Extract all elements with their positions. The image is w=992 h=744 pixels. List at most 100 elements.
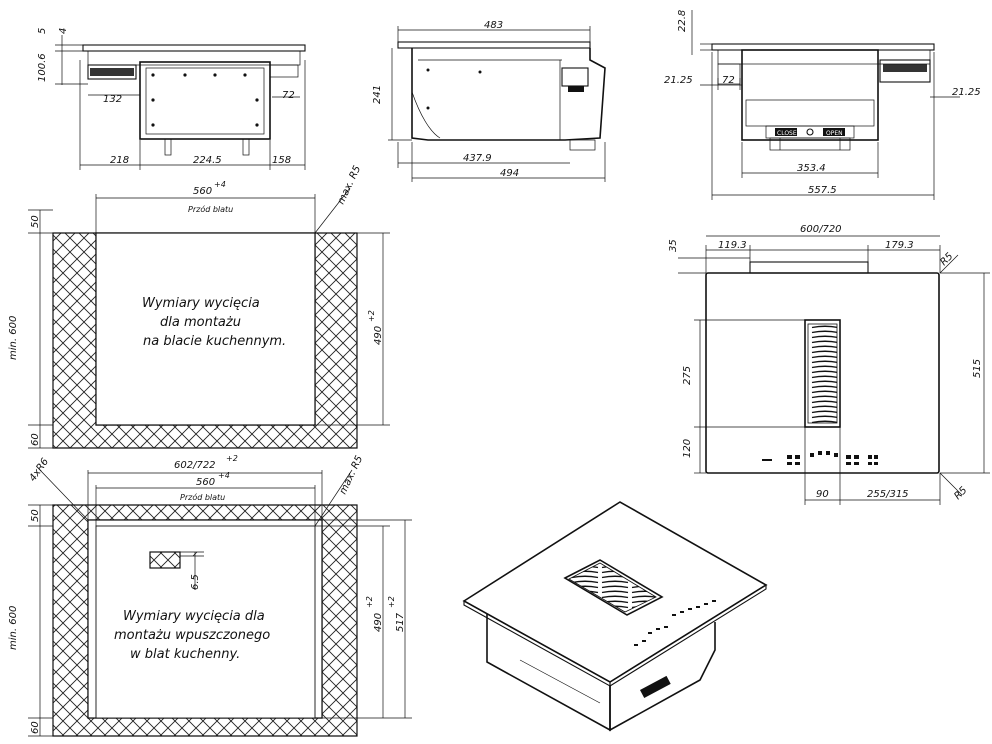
cutout-top-front-label: Przód blatu bbox=[188, 204, 233, 214]
rear-view-right-module bbox=[879, 59, 931, 83]
front-dim-158: 158 bbox=[272, 155, 291, 166]
plan-view-rear-duct bbox=[749, 261, 869, 274]
rear-dim-72: 72 bbox=[722, 75, 735, 86]
plan-dim-left-offset: 119.3 bbox=[718, 240, 747, 251]
cutout-flush-corner-radius: 4xR6 bbox=[27, 456, 51, 483]
cutout-top-radius: max. R5 bbox=[336, 164, 363, 206]
rear-label-open: OPEN bbox=[826, 130, 843, 137]
cutout-top-mount: 560 +4 Przód blatu max. R5 50 min. 600 6… bbox=[8, 164, 390, 449]
side-view-body bbox=[411, 48, 606, 141]
front-dim-72: 72 bbox=[282, 90, 295, 101]
front-view-left-module bbox=[87, 64, 137, 80]
cutout-top-rear-margin: 60 bbox=[30, 433, 41, 446]
front-view-left-module-fill bbox=[90, 68, 134, 76]
cutout-top-note-3: na blacie kuchennym. bbox=[143, 334, 286, 349]
plan-dim-front-band: 120 bbox=[682, 439, 693, 458]
iso-touch-controls bbox=[634, 600, 716, 646]
rebate-depth: 6.5 bbox=[190, 574, 201, 590]
rear-dim-21-25-left: 21.25 bbox=[664, 75, 693, 86]
cutout-flush-note-2: montażu wpuszczonego bbox=[114, 628, 270, 643]
side-dim-437-9: 437.9 bbox=[463, 153, 492, 164]
rear-view-duct bbox=[769, 137, 851, 151]
cutout-flush-front-label: Przód blatu bbox=[180, 492, 225, 502]
front-dim-100-6: 100.6 bbox=[37, 53, 48, 82]
iso-view bbox=[462, 501, 768, 732]
cutout-flush-inner-width: 560 bbox=[196, 477, 215, 488]
rear-label-open-bg bbox=[823, 128, 845, 136]
plan-dim-width: 600/720 bbox=[800, 224, 842, 235]
side-dim-494: 494 bbox=[500, 168, 519, 179]
cutout-top-note-2: dla montażu bbox=[160, 315, 241, 330]
side-dim-483: 483 bbox=[484, 20, 503, 31]
cutout-top-depth-tol: +2 bbox=[367, 310, 376, 322]
cutout-flush-outer-width: 602/722 bbox=[174, 460, 216, 471]
front-view-leg-left bbox=[164, 138, 172, 156]
plan-dim-right-span: 255/315 bbox=[867, 489, 909, 500]
front-view-frame bbox=[87, 50, 301, 66]
plan-dim-right-offset: 179.3 bbox=[885, 240, 914, 251]
front-dim-132: 132 bbox=[103, 94, 122, 105]
cutout-top-depth: 490 bbox=[373, 326, 384, 345]
rear-view: CLOSE OPEN 22.8 21.25 72 21.25 353.4 557… bbox=[664, 10, 981, 200]
cutout-flush-min-depth: min. 600 bbox=[8, 606, 19, 650]
side-dim-241: 241 bbox=[372, 85, 383, 104]
cutout-flush-rear-margin: 60 bbox=[30, 721, 41, 734]
iso-vent bbox=[563, 559, 664, 616]
front-dim-218: 218 bbox=[110, 155, 129, 166]
front-dim-4: 4 bbox=[58, 28, 69, 34]
rear-label-close-bg bbox=[775, 128, 797, 136]
front-view: 5 4 100.6 132 72 218 224.5 158 bbox=[37, 28, 306, 170]
cutout-flush-mount: 602/722 +2 560 +4 Przód blatu 4xR6 max. … bbox=[8, 454, 412, 737]
rear-dim-22-8: 22.8 bbox=[677, 10, 688, 32]
cutout-flush-opening bbox=[95, 525, 316, 719]
cutout-top-min-depth: min. 600 bbox=[8, 316, 19, 360]
cutout-flush-front-margin: 50 bbox=[30, 509, 41, 522]
cutout-top-front-margin: 50 bbox=[30, 215, 41, 228]
side-view-foot bbox=[569, 139, 596, 151]
rebate-detail: 6.5 bbox=[149, 551, 204, 590]
cutout-top-note-1: Wymiary wycięcia bbox=[142, 296, 260, 311]
cutout-flush-corner-leader bbox=[39, 469, 89, 521]
cutout-flush-outer-depth: 517 bbox=[395, 612, 406, 632]
rear-dim-353-4: 353.4 bbox=[797, 163, 826, 174]
front-view-screws bbox=[151, 73, 259, 127]
front-view-leg-right bbox=[242, 138, 250, 156]
cutout-flush-outer-width-tol: +2 bbox=[226, 454, 238, 463]
side-view-motor bbox=[561, 67, 589, 87]
cutout-flush-radius-leader bbox=[314, 469, 353, 527]
rear-dim-21-25-right: 21.25 bbox=[952, 87, 981, 98]
plan-view-touch-controls bbox=[762, 451, 878, 465]
rear-dim-557-5: 557.5 bbox=[808, 185, 837, 196]
front-view-right-module bbox=[269, 64, 299, 78]
plan-dim-vent-width: 90 bbox=[816, 489, 829, 500]
front-view-panel bbox=[145, 67, 265, 135]
plan-view-vent-grille bbox=[807, 323, 838, 424]
cutout-top-opening bbox=[95, 232, 316, 426]
cutout-flush-outer-depth-tol: +2 bbox=[387, 596, 396, 608]
cutout-flush-inner-depth-tol: +2 bbox=[365, 596, 374, 608]
rear-label-close: CLOSE bbox=[777, 130, 797, 137]
rear-view-body bbox=[741, 49, 879, 141]
front-dim-224-5: 224.5 bbox=[193, 155, 222, 166]
cutout-top-width: 560 bbox=[193, 186, 212, 197]
plan-view: 600/720 119.3 179.3 35 R5 R5 275 120 515 bbox=[668, 224, 990, 505]
cutout-top-width-tol: +4 bbox=[214, 180, 226, 189]
cutout-top-radius-leader bbox=[314, 187, 351, 234]
plan-dim-top-margin: 35 bbox=[668, 239, 679, 252]
cutout-flush-radius: max. R5 bbox=[338, 454, 365, 496]
plan-view-vent bbox=[804, 319, 841, 428]
rear-view-glass-top bbox=[711, 43, 935, 51]
cutout-flush-note-1: Wymiary wycięcia dla bbox=[123, 609, 265, 624]
front-view-glass-top bbox=[82, 44, 306, 52]
front-dim-5: 5 bbox=[37, 28, 48, 34]
side-view-glass-top bbox=[397, 41, 591, 49]
cutout-flush-inner-width-tol: +4 bbox=[218, 471, 230, 480]
plan-dim-depth: 515 bbox=[972, 359, 983, 378]
front-view-body bbox=[139, 61, 271, 140]
plan-dim-radius-top: R5 bbox=[938, 251, 955, 268]
cutout-flush-inner-depth: 490 bbox=[373, 613, 384, 632]
iso-body-right bbox=[609, 622, 716, 732]
cutout-flush-note-3: w blat kuchenny. bbox=[130, 647, 240, 662]
plan-dim-vent-height: 275 bbox=[682, 366, 693, 385]
